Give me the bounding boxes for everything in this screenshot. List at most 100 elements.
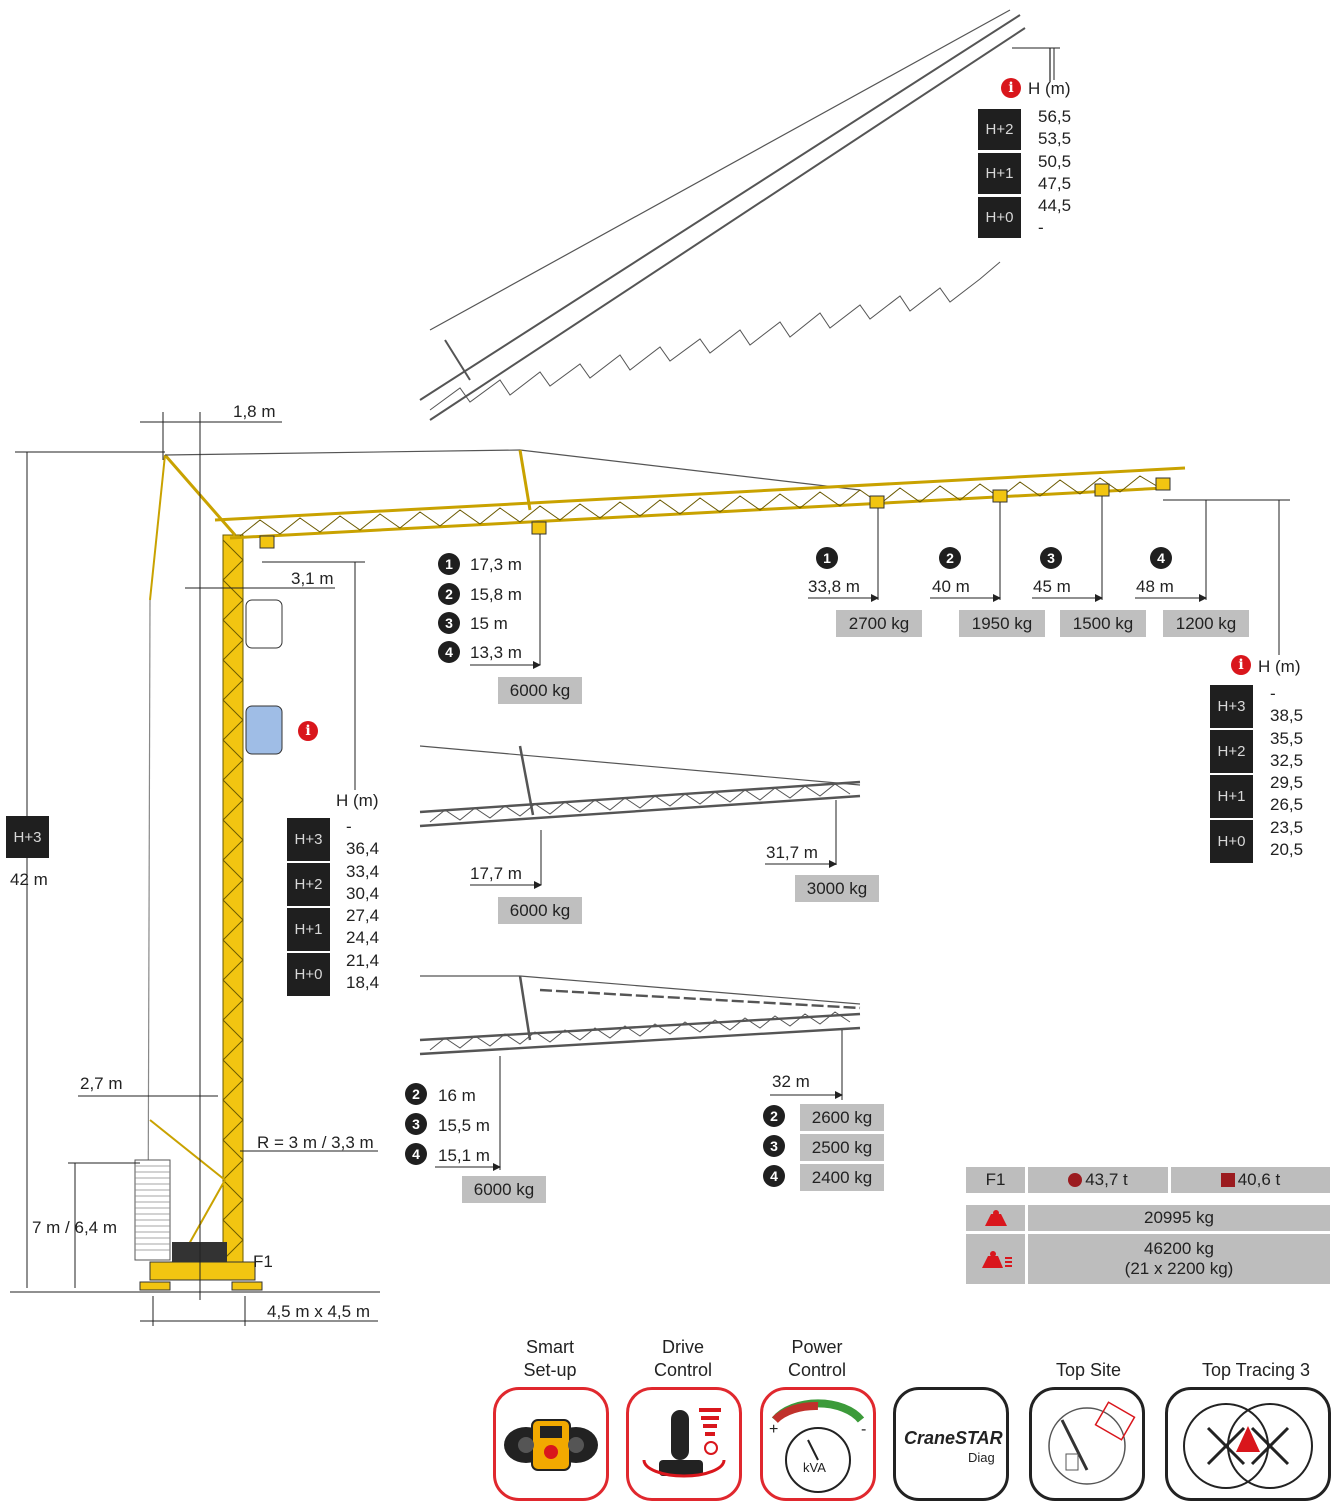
- dim-top-offset: 1,8 m: [233, 402, 276, 421]
- tower-height: 30,4: [346, 883, 380, 903]
- feature-smart-setup: [493, 1387, 609, 1501]
- right-height: 23,5: [1270, 817, 1304, 837]
- right-height: 32,5: [1270, 750, 1304, 770]
- top-site-icon: [1048, 1401, 1136, 1485]
- ballast-weight-icon-cell: [966, 1234, 1025, 1284]
- dim-base: 4,5 m x 4,5 m: [267, 1302, 370, 1321]
- right-height-list: - 38,5 35,5 32,5 29,5 26,5 23,5 20,5: [1270, 683, 1303, 861]
- short-jib-radius-b: 31,7 m: [766, 843, 818, 862]
- tower-height: 27,4: [346, 906, 380, 926]
- tower-height: 33,4: [346, 861, 380, 881]
- luffed-h-header: H (m): [1028, 79, 1071, 98]
- tip-radius: 33,8 m: [808, 577, 860, 596]
- ballast-weight: 46200 kg: [1144, 1239, 1214, 1258]
- mid-jib-tip-load: 2500 kg: [800, 1134, 884, 1161]
- crane-weight: 20995 kg: [1028, 1205, 1330, 1231]
- luffed-height: 47,5: [1038, 173, 1072, 193]
- overall-section-h3: H+3: [6, 816, 49, 858]
- luffed-height: 44,5: [1038, 196, 1072, 216]
- feature-label-power-control: Power Control: [787, 1337, 847, 1380]
- short-jib-load-b: 3000 kg: [795, 875, 879, 902]
- crane-weight-icon-cell: [966, 1205, 1025, 1231]
- max-load-radius: 13,3 m: [470, 643, 522, 662]
- mid-jib-load: 6000 kg: [462, 1176, 546, 1203]
- luffed-height: 53,5: [1038, 129, 1072, 149]
- mid-jib-tip-radius: 32 m: [772, 1072, 810, 1091]
- right-height: 38,5: [1270, 706, 1304, 726]
- joystick-icon: [642, 1408, 726, 1478]
- dim-slew-radius: R = 3 m / 3,3 m: [257, 1133, 374, 1152]
- config-number-badge: 4: [763, 1165, 785, 1187]
- info-icon: i: [1231, 655, 1251, 675]
- luffed-section-h0: H+0: [978, 197, 1021, 238]
- tip-load-box: 2700 kg: [836, 610, 922, 637]
- luffed-height: -: [1038, 218, 1044, 238]
- square-marker-icon: [1220, 1173, 1235, 1187]
- tower-height-list: - 36,4 33,4 30,4 27,4 24,4 21,4 18,4: [346, 816, 379, 994]
- tower-section-h2: H+2: [287, 863, 330, 906]
- feature-label-drive-control: Drive Control: [653, 1337, 713, 1380]
- mid-jib-tip-load: 2600 kg: [800, 1104, 884, 1131]
- luffed-section-h2: H+2: [978, 109, 1021, 150]
- luffed-height-list: 56,5 53,5 50,5 47,5 44,5 -: [1038, 106, 1071, 240]
- max-load-box: 6000 kg: [498, 677, 582, 704]
- overall-height: 42 m: [10, 870, 48, 889]
- kva-gauge-icon: + -: [769, 1399, 866, 1493]
- config-number-badge: 3: [763, 1135, 785, 1157]
- feature-cranestar-diag: CraneSTAR Diag: [893, 1387, 1009, 1501]
- luffed-height: 50,5: [1038, 151, 1072, 171]
- tower-height: 21,4: [346, 950, 380, 970]
- short-jib-drawing: [419, 745, 861, 889]
- config-number-badge: 3: [1040, 547, 1062, 569]
- luffed-jib-drawing: [419, 9, 1060, 421]
- mid-jib-radius: 15,5 m: [438, 1116, 490, 1135]
- right-height: 35,5: [1270, 728, 1304, 748]
- feature-top-site: [1029, 1387, 1145, 1501]
- max-load-radius: 15,8 m: [470, 585, 522, 604]
- config-number-badge: 1: [438, 553, 460, 575]
- ballast-weight-cell: 46200 kg (21 x 2200 kg): [1028, 1234, 1330, 1284]
- dim-cab-offset: 3,1 m: [291, 569, 334, 588]
- load-round-cell: 43,7 t: [1028, 1167, 1168, 1193]
- feature-label-top-site: Top Site: [1055, 1360, 1122, 1380]
- cranestar-sub: Diag: [968, 1450, 995, 1465]
- cranestar-logo: CraneSTAR: [904, 1428, 1003, 1448]
- config-number-badge: 4: [1150, 547, 1172, 569]
- right-section-h1: H+1: [1210, 775, 1253, 818]
- max-load-radius: 17,3 m: [470, 555, 522, 574]
- right-section-h2: H+2: [1210, 730, 1253, 773]
- ballast-detail: (21 x 2200 kg): [1124, 1259, 1234, 1278]
- right-section-h3: H+3: [1210, 685, 1253, 728]
- load-round: 43,7 t: [1085, 1170, 1128, 1189]
- svg-text:-: -: [861, 1421, 866, 1438]
- tower-height: -: [346, 817, 352, 836]
- short-jib-load-a: 6000 kg: [498, 897, 582, 924]
- tower-section-h3: H+3: [287, 818, 330, 861]
- tip-radius: 45 m: [1033, 577, 1071, 596]
- luffed-section-h1: H+1: [978, 153, 1021, 194]
- config-number-badge: 2: [438, 583, 460, 605]
- config-number-badge: 4: [438, 641, 460, 663]
- config-number-badge: 3: [438, 612, 460, 634]
- mid-jib-radius: 15,1 m: [438, 1146, 490, 1165]
- load-square: 40,6 t: [1237, 1170, 1281, 1189]
- tip-load-box: 1500 kg: [1060, 610, 1146, 637]
- mid-jib-radius: 16 m: [438, 1086, 476, 1105]
- config-number-badge: 2: [405, 1083, 427, 1105]
- gauge-unit-label: kVA: [803, 1460, 826, 1475]
- dim-ballast-height: 7 m / 6,4 m: [32, 1218, 118, 1237]
- main-crane-drawing: [134, 449, 1186, 1291]
- dim-ballast-offset: 2,7 m: [80, 1074, 123, 1093]
- feature-label-smart-setup: Smart Set-up: [523, 1337, 577, 1380]
- tip-load-box: 1950 kg: [959, 610, 1045, 637]
- info-icon: i: [1001, 78, 1021, 98]
- mid-jib-drawing: [419, 975, 861, 1171]
- remote-control-icon: [504, 1419, 598, 1471]
- right-height: -: [1270, 684, 1276, 703]
- right-h-header: H (m): [1258, 657, 1301, 676]
- tower-section-h1: H+1: [287, 908, 330, 951]
- crane-weight-icon: [984, 1210, 1007, 1226]
- tip-load-box: 1200 kg: [1163, 610, 1249, 637]
